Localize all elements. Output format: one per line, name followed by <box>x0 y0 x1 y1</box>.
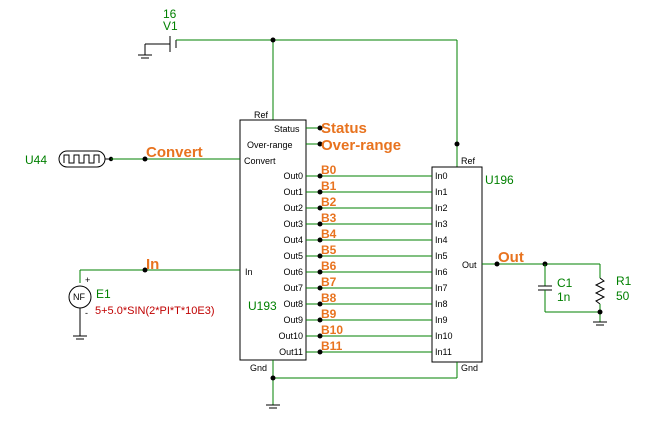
adc-output-pin-label: Out10 <box>278 331 303 341</box>
junction-dot <box>317 285 323 291</box>
adc-output-pin-label: Out0 <box>283 171 303 181</box>
bit-net-label: B10 <box>321 323 343 337</box>
dac-input-pin-label: In11 <box>435 347 452 357</box>
bit-net-label: B6 <box>321 259 337 273</box>
net-in-label: In <box>146 256 159 273</box>
junction-dot <box>317 221 323 227</box>
junction-dot <box>317 317 323 323</box>
net-out-label: Out <box>498 249 524 266</box>
ground-symbol <box>266 404 280 409</box>
junction-dot <box>317 189 323 195</box>
e1-label: E1 <box>96 287 111 301</box>
c1-capacitor[interactable] <box>538 285 552 291</box>
junction-dot <box>317 269 323 275</box>
junction-dot <box>597 309 603 315</box>
junction-dot <box>270 375 276 381</box>
dac-input-pin-label: In4 <box>435 235 448 245</box>
dac-input-pin-label: In1 <box>435 187 448 197</box>
junction-dot <box>317 205 323 211</box>
adc-output-pin-label: Out11 <box>279 347 303 357</box>
adc-pin-in: In <box>245 267 253 277</box>
net-convert-label: Convert <box>146 144 203 161</box>
e1-plus-sign: + <box>85 275 90 285</box>
adc-output-pin-label: Out6 <box>283 267 303 277</box>
ground-symbol <box>593 321 607 326</box>
adc-output-pin-label: Out8 <box>283 299 303 309</box>
adc-output-pin-label: Out4 <box>283 235 303 245</box>
e1-nf-symbol: NF <box>73 292 85 302</box>
junction-dot <box>317 173 323 179</box>
bit-net-label: B9 <box>321 307 337 321</box>
bit-net-label: B5 <box>321 243 337 257</box>
dac-input-pin-label: In10 <box>435 331 453 341</box>
dac-input-pin-label: In7 <box>435 283 448 293</box>
r1-resistor[interactable] <box>594 277 606 305</box>
u44-clock-source[interactable] <box>58 150 114 168</box>
dac-input-pin-label: In5 <box>435 251 448 261</box>
dac-input-pin-label: In8 <box>435 299 448 309</box>
dac-pin-gnd: Gnd <box>461 363 478 373</box>
bit-net-label: B1 <box>321 179 337 193</box>
bit-net-label: B7 <box>321 275 337 289</box>
junction-dot <box>317 253 323 259</box>
junction-dot <box>317 125 323 131</box>
bit-net-label: B11 <box>321 339 343 353</box>
net-status-label: Status <box>321 120 367 137</box>
adc-output-pin-label: Out2 <box>283 203 303 213</box>
dac-input-pin-label: In9 <box>435 315 448 325</box>
dac-input-pin-label: In6 <box>435 267 448 277</box>
bit-net-label: B0 <box>321 163 337 177</box>
dac-input-pin-label: In2 <box>435 203 448 213</box>
junction-dot <box>317 349 323 355</box>
adc-output-pin-label: Out9 <box>283 315 303 325</box>
net-over-range-label: Over-range <box>321 137 401 154</box>
junction-dot <box>142 156 148 162</box>
junction-dot <box>142 267 148 273</box>
v1-label: V1 <box>163 19 178 33</box>
v1-value: 16 <box>163 7 177 21</box>
e1-expression: 5+5.0*SIN(2*PI*T*10E3) <box>95 305 215 317</box>
v1-battery[interactable] <box>138 36 177 59</box>
u44-label: U44 <box>25 153 47 167</box>
e1-minus-sign: - <box>85 308 88 318</box>
junction-dot <box>494 261 500 267</box>
adc-output-pin-label: Out1 <box>283 187 303 197</box>
r1-value: 50 <box>616 289 630 303</box>
dac-input-pin-label: In0 <box>435 171 448 181</box>
adc-pin-ref: Ref <box>254 110 269 120</box>
r1-label: R1 <box>616 274 632 288</box>
adc-pin-status: Status <box>274 124 300 134</box>
adc-output-pin-label: Out5 <box>283 251 303 261</box>
adc-output-pins: Out0Out1Out2Out3Out4Out5Out6Out7Out8Out9… <box>278 171 303 357</box>
e1-source[interactable] <box>68 285 92 340</box>
junction-dot <box>317 141 323 147</box>
junction-dot <box>270 37 276 43</box>
dac-pin-out: Out <box>462 260 477 270</box>
junction-dot <box>454 141 460 147</box>
bit-net-label: B3 <box>321 211 337 225</box>
adc-pin-gnd: Gnd <box>250 363 267 373</box>
dac-input-pin-label: In3 <box>435 219 448 229</box>
u193-label: U193 <box>248 299 277 313</box>
c1-label: C1 <box>557 276 573 290</box>
bit-net-label: B2 <box>321 195 337 209</box>
junction-dot <box>317 333 323 339</box>
u196-label: U196 <box>485 173 514 187</box>
dac-pin-ref: Ref <box>461 156 476 166</box>
junction-dot <box>317 301 323 307</box>
adc-output-pin-label: Out7 <box>283 283 303 293</box>
c1-value: 1n <box>557 290 570 304</box>
adc-pin-over-range: Over-range <box>247 140 293 150</box>
adc-output-pin-label: Out3 <box>283 219 303 229</box>
junction-dot <box>317 237 323 243</box>
bit-net-label: B8 <box>321 291 337 305</box>
bit-net-label: B4 <box>321 227 337 241</box>
adc-pin-convert: Convert <box>244 156 276 166</box>
